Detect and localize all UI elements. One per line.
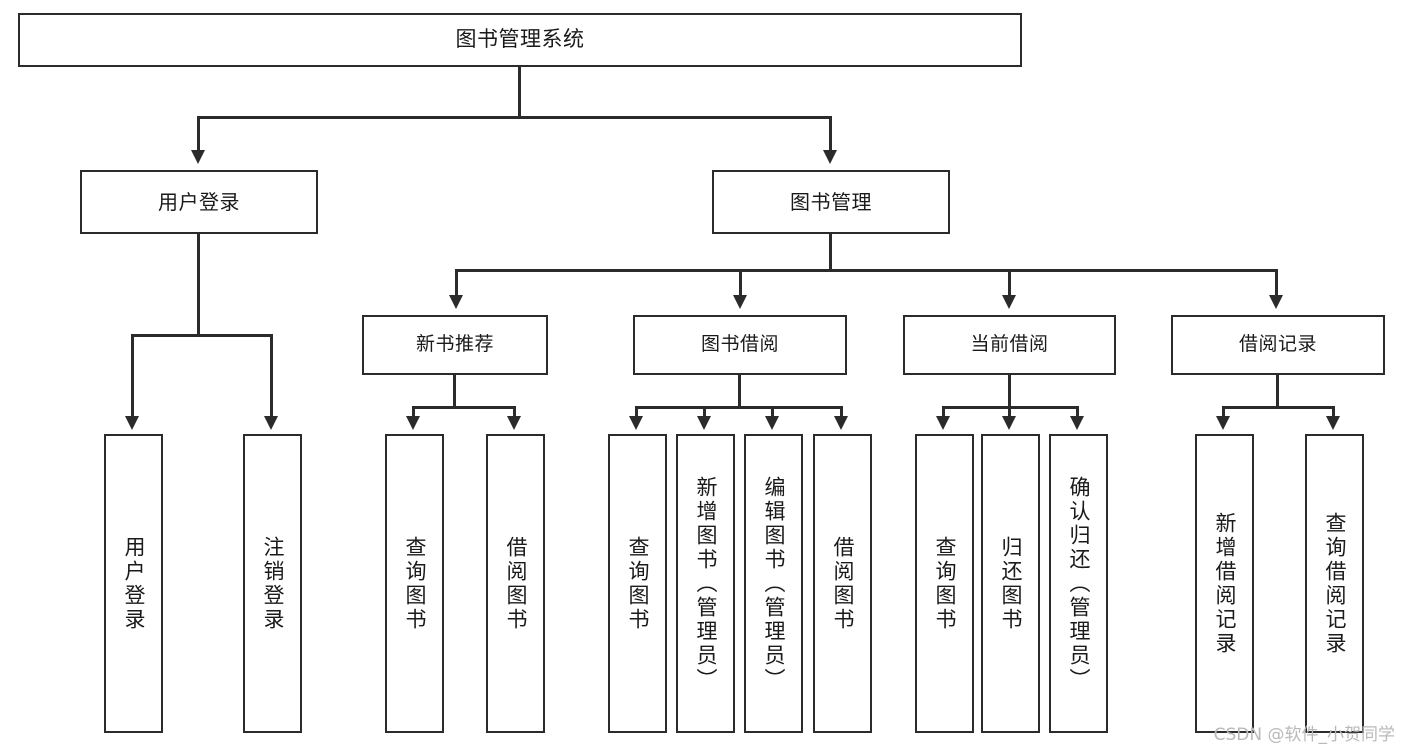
arrowhead-leaf-add-record (1216, 416, 1230, 430)
node-leaf-query-book-2[interactable]: 查询图书 (608, 434, 667, 733)
node-new-book-recommend[interactable]: 新书推荐 (362, 315, 548, 375)
arrowhead-leaf-query-record (1326, 416, 1340, 430)
node-book-borrow[interactable]: 图书借阅 (633, 315, 847, 375)
node-leaf-add-record[interactable]: 新增借阅记录 (1195, 434, 1254, 733)
node-leaf-query-book-1[interactable]: 查询图书 (385, 434, 444, 733)
node-label: 归还图书 (999, 535, 1023, 632)
connector-drop-leaf-user-login (131, 334, 134, 418)
connector-drop-leaf-add-book (703, 406, 706, 418)
node-label: 查询图书 (403, 535, 427, 632)
arrowhead-book-manage (823, 150, 837, 164)
connector-drop-leaf-query-record (1332, 406, 1335, 418)
arrowhead-leaf-query-book-1 (406, 416, 420, 430)
connector-root-stem (518, 67, 521, 117)
connector-level1-bus (197, 116, 832, 119)
node-leaf-add-book[interactable]: 新增图书（管理员） (676, 434, 735, 733)
node-borrow-record[interactable]: 借阅记录 (1171, 315, 1385, 375)
node-leaf-borrow-book-1[interactable]: 借阅图书 (486, 434, 545, 733)
node-label: 查询借阅记录 (1323, 511, 1347, 656)
connector-drop-leaf-edit-book (771, 406, 774, 418)
arrowhead-book-borrow (733, 295, 747, 309)
connector-drop-leaf-user-logout (270, 334, 273, 418)
connector-drop-leaf-return-book (1008, 406, 1011, 418)
node-leaf-borrow-book-2[interactable]: 借阅图书 (813, 434, 872, 733)
connector-user-login-stem (197, 234, 200, 335)
node-label: 注销登录 (261, 535, 285, 632)
arrowhead-leaf-user-logout (264, 416, 278, 430)
node-label: 查询图书 (933, 535, 957, 632)
node-label: 编辑图书（管理员） (762, 475, 786, 692)
connector-book-borrow-stem (738, 375, 741, 407)
arrowhead-leaf-add-book (697, 416, 711, 430)
arrowhead-leaf-user-login (125, 416, 139, 430)
arrowhead-leaf-edit-book (765, 416, 779, 430)
arrowhead-leaf-query-book-3 (936, 416, 950, 430)
connector-drop-leaf-query-book-2 (635, 406, 638, 418)
connector-current-borrow-stem (1008, 375, 1011, 407)
node-leaf-user-login[interactable]: 用户登录 (104, 434, 163, 733)
node-leaf-user-logout[interactable]: 注销登录 (243, 434, 302, 733)
connector-drop-user-login (197, 116, 200, 152)
node-label: 新增借阅记录 (1213, 511, 1237, 656)
node-label: 新书推荐 (415, 333, 494, 356)
node-leaf-confirm-return[interactable]: 确认归还（管理员） (1049, 434, 1108, 733)
connector-drop-book-borrow (739, 269, 742, 297)
connector-user-login-bus (131, 334, 273, 337)
node-label: 确认归还（管理员） (1067, 475, 1091, 692)
arrowhead-leaf-borrow-book-2 (834, 416, 848, 430)
connector-level2-bus (455, 269, 1278, 272)
node-label: 图书管理 (790, 189, 872, 214)
arrowhead-user-login (191, 150, 205, 164)
connector-drop-leaf-borrow-book-2 (840, 406, 843, 418)
node-label: 图书管理系统 (455, 27, 585, 52)
connector-new-book-recommend-stem (453, 375, 456, 407)
node-label: 新增图书（管理员） (694, 475, 718, 692)
connector-drop-leaf-query-book-1 (412, 406, 415, 418)
node-user-login[interactable]: 用户登录 (80, 170, 318, 234)
arrowhead-leaf-confirm-return (1070, 416, 1084, 430)
arrowhead-current-borrow (1002, 295, 1016, 309)
node-label: 用户登录 (122, 535, 146, 632)
connector-drop-current-borrow (1008, 269, 1011, 297)
arrowhead-leaf-query-book-2 (629, 416, 643, 430)
connector-new-book-recommend-bus (412, 406, 516, 409)
arrowhead-leaf-return-book (1002, 416, 1016, 430)
connector-book-borrow-bus (635, 406, 843, 409)
connector-drop-leaf-confirm-return (1076, 406, 1079, 418)
watermark-text: CSDN @软件_小贺同学 (1213, 725, 1395, 745)
connector-book-manage-stem (829, 234, 832, 270)
connector-borrow-record-stem (1276, 375, 1279, 407)
node-label: 图书借阅 (700, 333, 779, 356)
connector-borrow-record-bus (1222, 406, 1335, 409)
arrowhead-new-book-recommend (449, 295, 463, 309)
connector-drop-leaf-add-record (1222, 406, 1225, 418)
connector-drop-book-manage (829, 116, 832, 152)
node-label: 借阅图书 (831, 535, 855, 632)
node-leaf-edit-book[interactable]: 编辑图书（管理员） (744, 434, 803, 733)
node-label: 借阅记录 (1238, 333, 1317, 356)
node-root-book-management-system[interactable]: 图书管理系统 (18, 13, 1022, 67)
connector-drop-new-book-recommend (455, 269, 458, 297)
node-label: 借阅图书 (504, 535, 528, 632)
node-label: 用户登录 (158, 189, 240, 214)
arrowhead-borrow-record (1269, 295, 1283, 309)
connector-drop-leaf-borrow-book-1 (513, 406, 516, 418)
node-leaf-query-record[interactable]: 查询借阅记录 (1305, 434, 1364, 733)
connector-drop-leaf-query-book-3 (942, 406, 945, 418)
node-label: 当前借阅 (970, 333, 1049, 356)
node-current-borrow[interactable]: 当前借阅 (903, 315, 1116, 375)
node-label: 查询图书 (626, 535, 650, 632)
node-book-manage[interactable]: 图书管理 (712, 170, 950, 234)
connector-drop-borrow-record (1275, 269, 1278, 297)
node-leaf-return-book[interactable]: 归还图书 (981, 434, 1040, 733)
node-leaf-query-book-3[interactable]: 查询图书 (915, 434, 974, 733)
arrowhead-leaf-borrow-book-1 (507, 416, 521, 430)
